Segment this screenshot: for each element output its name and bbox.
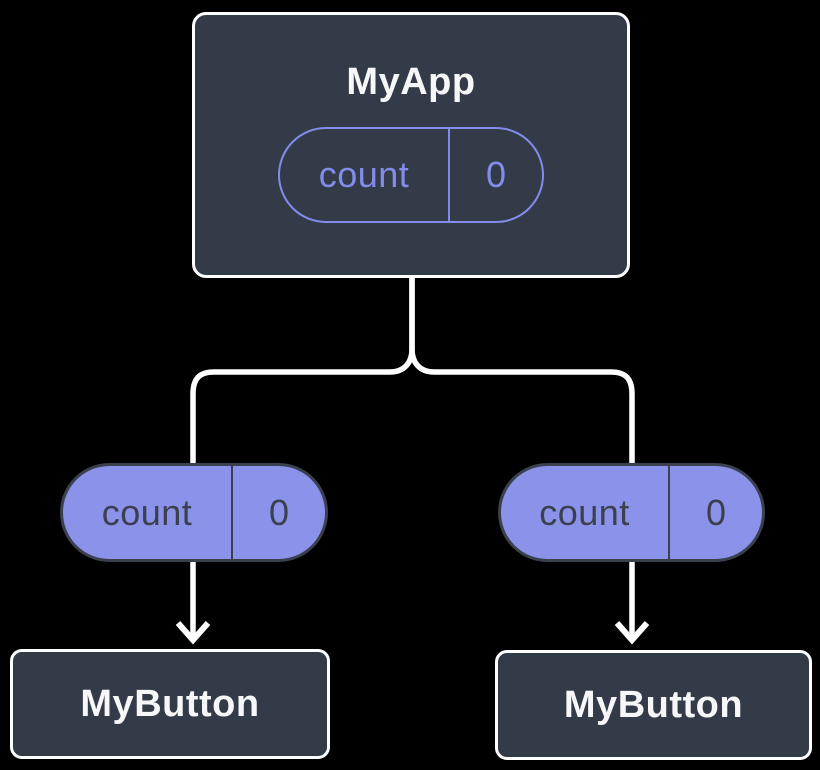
node-myapp-title: MyApp <box>346 61 476 103</box>
prop-pill-right-label: count <box>539 491 630 533</box>
prop-pill-right-value: 0 <box>668 466 762 559</box>
state-pill-root: count 0 <box>278 127 544 223</box>
arrowhead-down-right-icon <box>614 621 650 645</box>
state-pill-root-value: 0 <box>448 129 542 221</box>
node-mybutton-right: MyButton <box>495 650 812 760</box>
prop-pill-left-value: 0 <box>231 466 325 559</box>
arrowhead-down-left-icon <box>175 621 211 645</box>
node-myapp: MyApp count 0 <box>192 12 630 278</box>
prop-pill-right: count 0 <box>498 463 765 562</box>
node-mybutton-right-title: MyButton <box>563 684 744 726</box>
prop-pill-left-label: count <box>101 491 193 533</box>
node-mybutton-left: MyButton <box>10 649 330 759</box>
state-pill-root-label: count <box>318 154 410 195</box>
connector-root-to-right <box>409 276 635 510</box>
node-mybutton-left-title: MyButton <box>80 683 260 725</box>
prop-pill-left: count 0 <box>60 463 328 562</box>
